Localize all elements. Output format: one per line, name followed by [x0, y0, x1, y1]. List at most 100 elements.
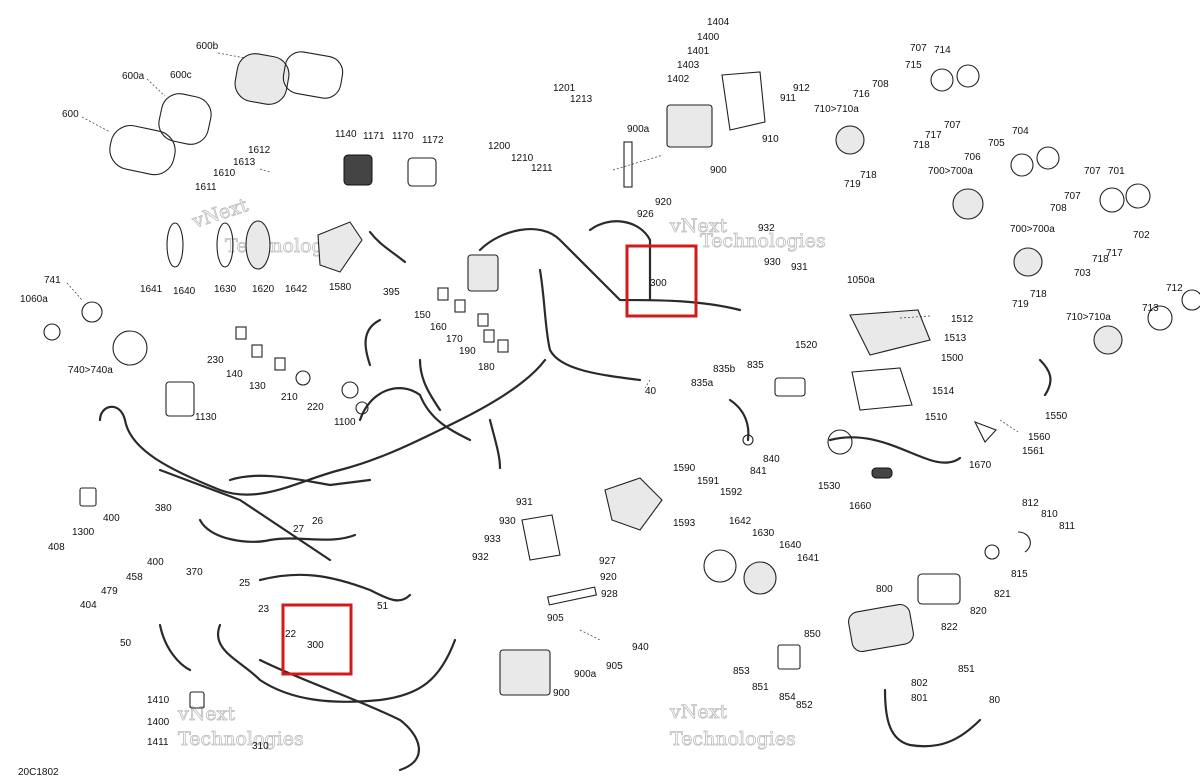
- part-label: 210: [281, 392, 298, 403]
- part-label: 905: [547, 613, 564, 624]
- part-label: 853: [733, 666, 750, 677]
- part-label: 600: [62, 109, 79, 120]
- svg-text:vNext: vNext: [177, 703, 235, 725]
- part-label: 900a: [574, 669, 597, 680]
- part-label: 1402: [667, 74, 690, 85]
- part-label: 1592: [720, 487, 743, 498]
- svg-text:vNext: vNext: [669, 701, 727, 723]
- part-label: 910: [762, 134, 779, 145]
- part-label: 395: [383, 287, 400, 298]
- part-label: 835b: [713, 364, 736, 375]
- svg-text:Technologies: Technologies: [700, 230, 826, 252]
- part-label: 940: [632, 642, 649, 653]
- part-label: 810: [1041, 509, 1058, 520]
- part-label: 821: [994, 589, 1011, 600]
- part-label: 704: [1012, 126, 1029, 137]
- part-label: 706: [964, 152, 981, 163]
- part-label: 835a: [691, 378, 714, 389]
- part-label: 1060a: [20, 294, 48, 305]
- part-label: 160: [430, 322, 447, 333]
- part-label: 854: [779, 692, 796, 703]
- part-label: 931: [516, 497, 533, 508]
- part-label: 1172: [422, 135, 444, 146]
- part-label: 841: [750, 466, 767, 477]
- part-label: 701: [1108, 166, 1125, 177]
- part-label: 400: [103, 513, 120, 524]
- part-label: 1050a: [847, 275, 875, 286]
- svg-text:vNext: vNext: [669, 215, 727, 237]
- part-label: 815: [1011, 569, 1028, 580]
- part-label: 851: [752, 682, 769, 693]
- part-label: 812: [1022, 498, 1039, 509]
- svg-text:Technologies: Technologies: [670, 728, 796, 750]
- part-label: 170: [446, 334, 463, 345]
- svg-text:Technologies: Technologies: [178, 728, 304, 750]
- part-label: 932: [758, 223, 775, 234]
- part-label: 1403: [677, 60, 700, 71]
- part-label: 230: [207, 355, 224, 366]
- highlight-label-upper: 300: [650, 278, 667, 289]
- part-label: 1620: [252, 284, 275, 295]
- part-label: 703: [1074, 268, 1091, 279]
- part-label: 1400: [697, 32, 720, 43]
- part-label: 905: [606, 661, 623, 672]
- part-label: 718: [860, 170, 877, 181]
- diagram-code: 20C1802: [18, 767, 59, 778]
- part-label: 700>700a: [928, 166, 973, 177]
- part-label: 479: [101, 586, 118, 597]
- part-label: 741: [44, 275, 61, 286]
- part-label: 900: [710, 165, 727, 176]
- part-label: 1170: [392, 131, 414, 142]
- part-label: 370: [186, 567, 203, 578]
- part-label: 26: [312, 516, 324, 527]
- part-label: 712: [1166, 283, 1183, 294]
- part-label: 140: [226, 369, 243, 380]
- part-label: 920: [600, 572, 617, 583]
- part-label: 718: [913, 140, 930, 151]
- part-label: 1500: [941, 353, 964, 364]
- part-label: 600c: [170, 70, 192, 81]
- part-label: 1210: [511, 153, 534, 164]
- part-label: 458: [126, 572, 143, 583]
- part-label: 717: [1106, 248, 1123, 259]
- part-label: 800: [876, 584, 893, 595]
- part-label: 1610: [213, 168, 236, 179]
- part-label: 400: [147, 557, 164, 568]
- part-label: 1213: [570, 94, 593, 105]
- part-label: 718: [1092, 254, 1109, 265]
- part-label: 1561: [1022, 446, 1045, 457]
- part-label: 710>710a: [1066, 312, 1111, 323]
- part-label: 40: [645, 386, 657, 397]
- part-label: 51: [377, 601, 389, 612]
- part-label: 1410: [147, 695, 170, 706]
- part-label: 180: [478, 362, 495, 373]
- part-label: 719: [1012, 299, 1029, 310]
- part-label: 1670: [969, 460, 992, 471]
- part-label: 1514: [932, 386, 955, 397]
- highlight-boxes: 300 300: [281, 244, 698, 676]
- part-label: 1593: [673, 518, 696, 529]
- part-label: 911: [780, 93, 796, 104]
- part-label: 1411: [147, 737, 169, 748]
- part-label: 928: [601, 589, 618, 600]
- part-label: 715: [905, 60, 922, 71]
- part-label: 1140: [335, 129, 357, 140]
- leader-lines: [66, 52, 1019, 641]
- part-label: 1550: [1045, 411, 1068, 422]
- part-label: 150: [414, 310, 431, 321]
- part-label: 716: [853, 89, 870, 100]
- part-label: 927: [599, 556, 616, 567]
- part-label: 1530: [818, 481, 841, 492]
- part-label: 27: [293, 524, 305, 535]
- part-label: 932: [472, 552, 489, 563]
- part-label: 708: [1050, 203, 1067, 214]
- part-label: 912: [793, 83, 810, 94]
- part-label: 713: [1142, 303, 1159, 314]
- part-label: 900: [553, 688, 570, 699]
- part-label: 1642: [729, 516, 752, 527]
- part-label: 1510: [925, 412, 948, 423]
- part-label: 1590: [673, 463, 696, 474]
- part-label: 408: [48, 542, 65, 553]
- part-label: 1211: [531, 163, 553, 174]
- part-label: 930: [764, 257, 781, 268]
